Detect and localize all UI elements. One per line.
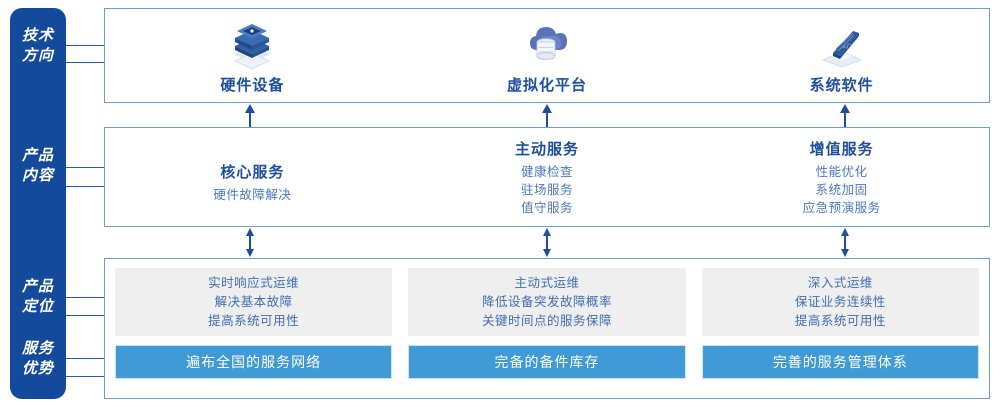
service-item: 性能优化	[815, 164, 868, 179]
service-column-core[interactable]: 核心服务 硬件故障解决	[105, 128, 400, 226]
service-item: 驻场服务	[521, 182, 574, 197]
connector-line	[66, 186, 108, 187]
rail-label-line-1: 产品	[21, 147, 54, 164]
rail-label-line-2: 内容	[21, 167, 54, 184]
tech-item-label: 虚拟化平台	[507, 77, 588, 94]
tech-item-label: 硬件设备	[220, 77, 285, 94]
rail-label-service-advantage: 服务 优势	[10, 339, 66, 379]
positioning-card-proactive[interactable]: 主动式运维 降低设备突发故障概率 关键时间点的服务保障	[408, 268, 686, 336]
service-title: 主动服务	[515, 140, 580, 158]
positioning-line: 主动式运维	[514, 275, 580, 290]
positioning-row: 实时响应式运维 解决基本故障 提高系统可用性 主动式运维 降低设备突发故障概率 …	[115, 268, 979, 336]
positioning-line: 关键时间点的服务保障	[481, 313, 612, 328]
tech-item-label: 系统软件	[809, 77, 874, 94]
positioning-line: 实时响应式运维	[208, 275, 300, 290]
arrow-bidirectional-proactive	[540, 228, 554, 257]
service-item: 健康检查	[521, 164, 574, 179]
service-item: 硬件故障解决	[213, 187, 292, 202]
service-title: 核心服务	[220, 163, 285, 181]
arrow-up-hardware	[243, 103, 257, 127]
positioning-line: 降低设备突发故障概率	[481, 294, 612, 309]
connector-line	[66, 315, 108, 316]
service-column-value-added[interactable]: 增值服务 性能优化 系统加固 应急预演服务	[694, 128, 989, 226]
rail-label-line-2: 定位	[21, 298, 54, 315]
positioning-line: 解决基本故障	[214, 294, 293, 309]
tech-item-system-software[interactable]: </> 系统软件	[694, 9, 989, 102]
arrow-up-system-software	[838, 103, 852, 127]
tech-item-virtualization[interactable]: 虚拟化平台	[400, 9, 695, 102]
positioning-line: 提高系统可用性	[794, 313, 886, 328]
connector-line	[66, 45, 108, 46]
product-content-section: 核心服务 硬件故障解决 主动服务 健康检查 驻场服务 值守服务 增值服务 性能优…	[104, 127, 990, 227]
connector-line	[66, 358, 108, 359]
service-item: 值守服务	[521, 200, 574, 215]
rail-label-product-content: 产品 内容	[10, 146, 66, 186]
connector-line	[66, 167, 108, 168]
svg-text:</>: </>	[841, 41, 854, 51]
service-item: 系统加固	[815, 182, 868, 197]
advantage-bar-service-network[interactable]: 遍布全国的服务网络	[115, 345, 393, 379]
arrow-up-virtualization	[540, 103, 554, 127]
connector-line	[66, 62, 108, 63]
rail-label-line-2: 优势	[21, 360, 54, 377]
rail-label-line-1: 服务	[21, 340, 54, 357]
positioning-line: 保证业务连续性	[794, 294, 886, 309]
positioning-card-realtime[interactable]: 实时响应式运维 解决基本故障 提高系统可用性	[115, 268, 393, 336]
cloud-database-icon	[530, 27, 567, 60]
service-item: 应急预演服务	[802, 200, 881, 215]
arrow-bidirectional-core	[243, 228, 257, 257]
positioning-line: 提高系统可用性	[208, 313, 300, 328]
tech-item-hardware[interactable]: 硬件设备	[105, 9, 400, 102]
tech-direction-section: 硬件设备 虚拟化平台	[104, 8, 990, 103]
advantage-bar-management-system[interactable]: 完善的服务管理体系	[701, 345, 979, 379]
connector-line	[66, 297, 108, 298]
server-stack-icon	[233, 24, 272, 70]
positioning-line: 深入式运维	[807, 275, 873, 290]
arrow-bidirectional-value-added	[838, 228, 852, 257]
laptop-code-icon: </>	[821, 31, 862, 68]
service-column-proactive[interactable]: 主动服务 健康检查 驻场服务 值守服务	[400, 128, 695, 226]
rail-label-line-2: 方向	[21, 47, 54, 64]
rail-label-product-position: 产品 定位	[10, 277, 66, 317]
service-title: 增值服务	[809, 140, 874, 158]
advantage-bar-spare-parts[interactable]: 完备的备件库存	[408, 345, 686, 379]
rail-label-tech-direction: 技术 方向	[10, 26, 66, 66]
positioning-advantage-section: 实时响应式运维 解决基本故障 提高系统可用性 主动式运维 降低设备突发故障概率 …	[104, 258, 990, 399]
advantage-row: 遍布全国的服务网络 完备的备件库存 完善的服务管理体系	[115, 345, 979, 379]
positioning-card-indepth[interactable]: 深入式运维 保证业务连续性 提高系统可用性	[701, 268, 979, 336]
connector-line	[66, 376, 108, 377]
left-category-rail	[10, 8, 66, 399]
rail-label-line-1: 技术	[21, 27, 54, 44]
rail-label-line-1: 产品	[21, 278, 54, 295]
